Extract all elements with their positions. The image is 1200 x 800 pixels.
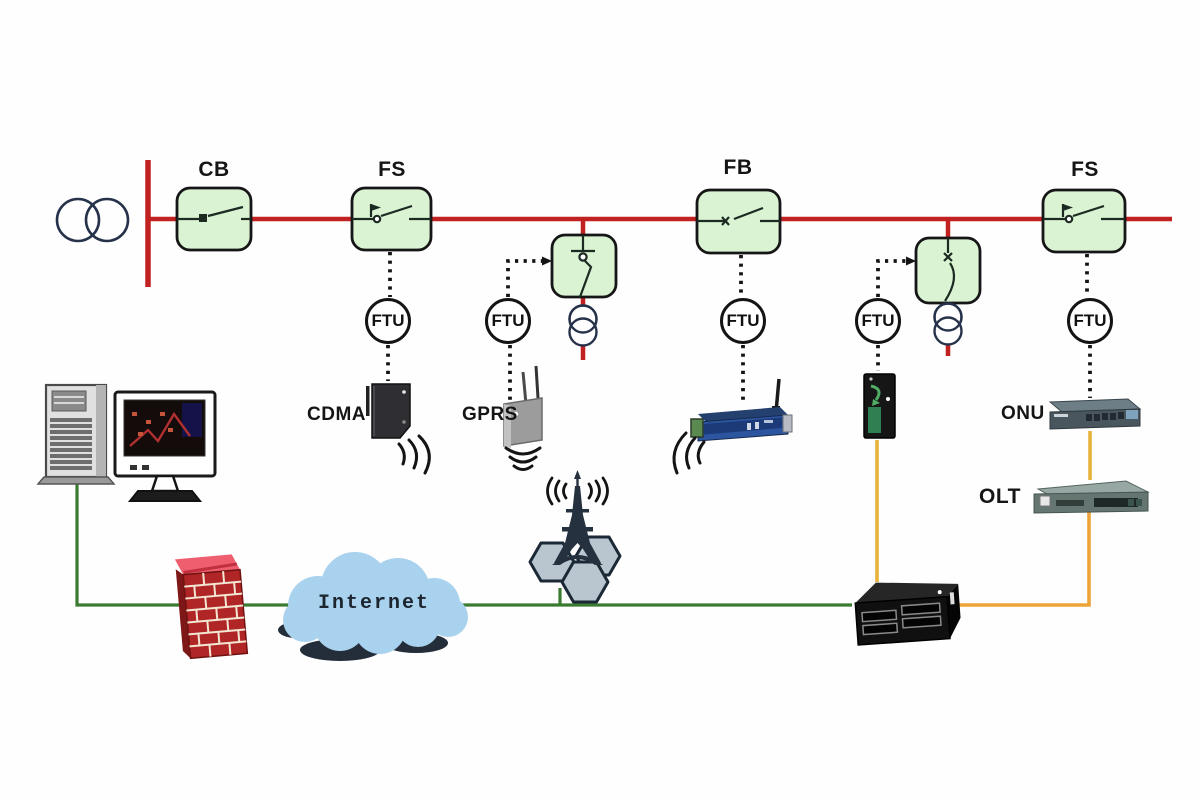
onu-label: ONU [1001,403,1045,424]
ftu-node-3: FTU [720,298,766,344]
firewall-brick-icon [174,554,249,660]
fs2-label: FS [1071,158,1099,181]
wireless-router-icon [672,378,793,475]
olt-label: OLT [979,485,1021,508]
ftu-label: FTU [726,311,760,330]
cdma-label: CDMA [307,404,366,425]
fiber-transceiver-icon [863,373,896,439]
ftu-label: FTU [861,311,895,330]
ftu-node-4: FTU [855,298,901,344]
scada-monitor-icon [113,390,217,502]
ftu-label: FTU [491,311,525,330]
ftu-label: FTU [1073,311,1107,330]
transformer-icon [55,197,130,243]
internet-cloud-icon [278,552,468,661]
fiber-lines [875,431,1092,607]
cell-tower-icon [528,470,622,604]
onu-switch-icon [1048,398,1142,430]
fb-label: FB [723,156,753,179]
router-radio-waves-icon [672,431,706,475]
ftu-node-2: FTU [485,298,531,344]
feeder-line [145,160,1172,360]
olt-rack-icon [1033,480,1150,514]
cdma-radio-waves-icon [397,434,431,475]
tower-radio-waves-icon [546,476,609,506]
switch-boxes [175,186,1127,305]
fs1-label: FS [378,158,406,181]
ftu-control-links [386,252,1092,405]
ftu-label: FTU [371,311,405,330]
link-arrowheads [542,256,916,266]
ftu-node-5: FTU [1067,298,1113,344]
gprs-radio-waves-icon [504,446,542,471]
fs2-box [1041,188,1127,254]
gprs-modem-icon [503,365,543,471]
server-tower-icon [36,383,116,485]
gprs-label: GPRS [462,404,518,425]
distribution-transformer-icon [568,302,963,347]
internet-cloud-label: Internet [317,592,431,615]
switch-symbol-icon [177,204,1125,302]
cb-label: CB [198,158,230,181]
cdma-modem-icon [366,383,431,475]
ethernet-line [75,478,852,607]
comm-gateway-icon [854,582,961,646]
ftu-node-1: FTU [365,298,411,344]
